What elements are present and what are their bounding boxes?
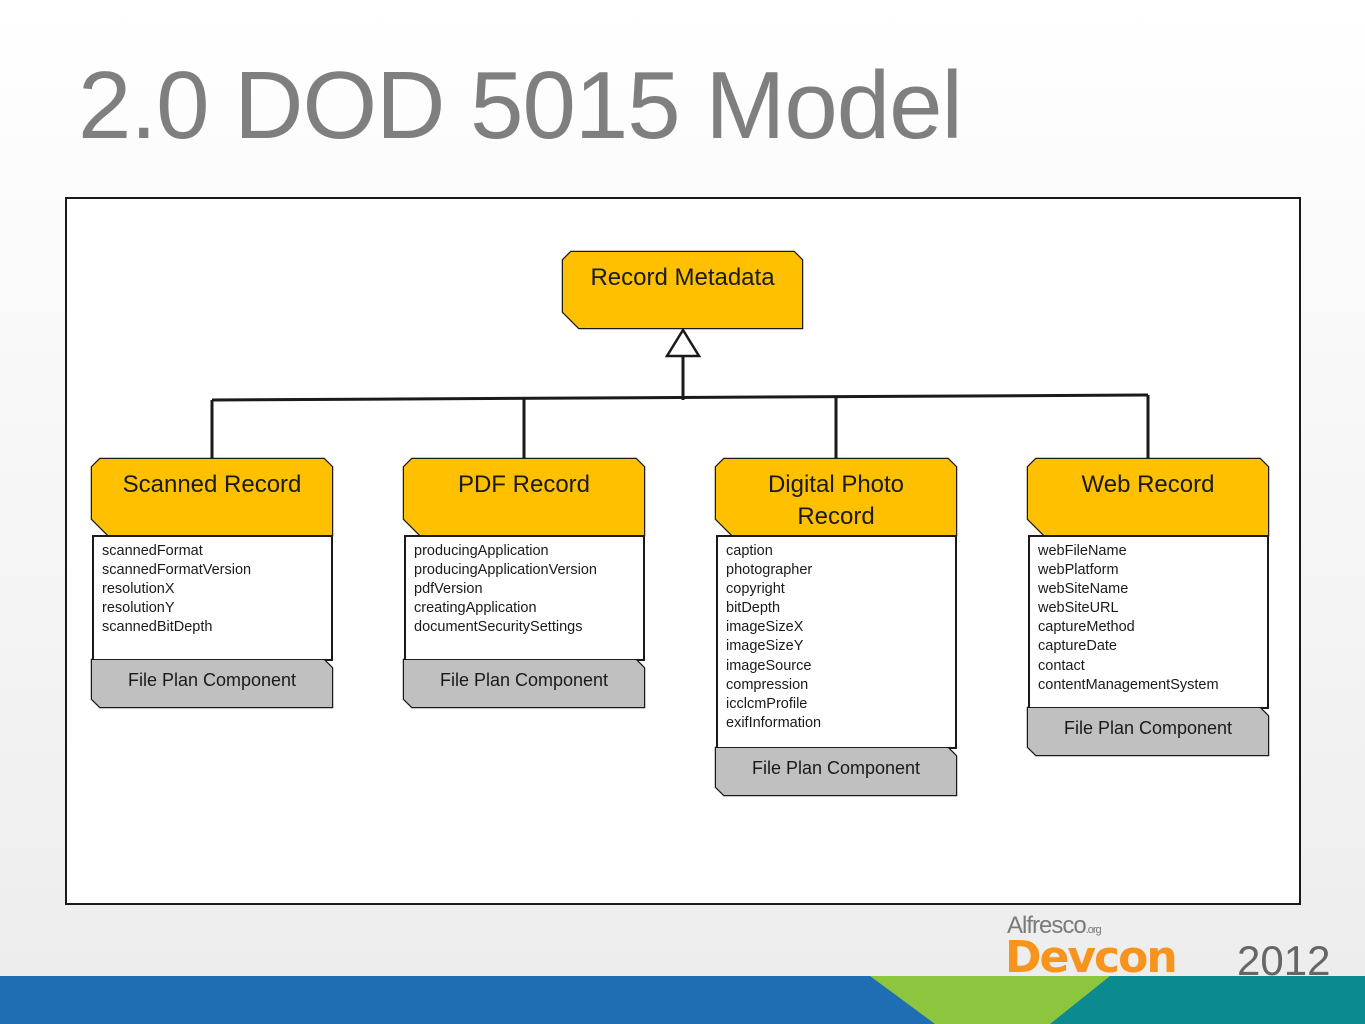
attribute: bitDepth [726,600,781,617]
logo-brand-suffix: .org [1085,924,1102,936]
web-record-label: Web Record [1081,471,1215,498]
attribute: webPlatform [1038,562,1119,579]
scanned-record-node: Scanned Record [92,459,332,535]
web-record-attributes: webFileName webPlatform webSiteName webS… [1028,535,1269,709]
attribute: caption [726,543,773,559]
attribute: scannedFormatVersion [102,562,252,579]
attribute: exifInformation [726,714,822,731]
attribute: captureMethod [1038,619,1135,636]
attribute: captureDate [1038,638,1117,655]
logo-brand-name: Alfresco [1007,912,1087,939]
web-record-node: Web Record [1028,459,1268,535]
inheritance-arrow-icon [664,327,702,358]
attribute: scannedFormat [102,543,203,559]
digital-photo-record-node: Digital Photo Record [716,459,956,535]
digital-photo-record-attributes: caption photographer copyright bitDepth … [716,535,957,749]
attribute: scannedBitDepth [102,619,213,636]
logo-year: 2012 [1237,937,1331,984]
attribute: compression [726,676,809,693]
attribute: copyright [726,581,785,598]
scanned-record-label: Scanned Record [122,471,302,498]
attribute: pdfVersion [414,581,483,598]
attribute: resolutionX [102,581,175,598]
attribute: webSiteName [1038,581,1129,598]
attribute: contact [1038,657,1085,674]
attribute: photographer [726,562,813,579]
pdf-record-label: PDF Record [457,471,591,498]
attribute: contentManagementSystem [1038,676,1219,693]
pdf-record-footer: File Plan Component [404,660,644,707]
footer-band-teal [1050,976,1365,1024]
slide-title: 2.0 DOD 5015 Model [78,52,963,159]
pdf-record-node: PDF Record [404,459,644,535]
record-metadata-label: Record Metadata [590,264,775,291]
attribute: webSiteURL [1038,600,1119,617]
scanned-record-footer: File Plan Component [92,660,332,707]
attribute: producingApplication [414,543,549,559]
attribute: imageSizeX [726,619,804,636]
attribute: resolutionY [102,600,175,617]
digital-photo-record-label: Digital Photo Record [767,471,905,530]
attribute: creatingApplication [414,600,537,617]
scanned-record-attributes: scannedFormat scannedFormatVersion resol… [92,535,333,661]
attribute: documentSecuritySettings [414,619,583,636]
attribute: icclcmProfile [726,695,808,712]
digital-photo-record-footer: File Plan Component [716,748,956,795]
logo-brand: Alfresco.org [1007,912,1102,940]
alfresco-devcon-logo: Alfresco.org Devcon 2012 [1005,910,1335,984]
web-record-footer: File Plan Component [1028,708,1268,755]
record-metadata-node: Record Metadata [563,252,802,328]
attribute: imageSource [726,657,812,674]
logo-event: Devcon [1005,932,1178,983]
attribute: producingApplicationVersion [414,562,597,579]
attribute: imageSizeY [726,638,804,655]
attribute: webFileName [1038,543,1127,559]
pdf-record-attributes: producingApplication producingApplicatio… [404,535,645,661]
connector-bus [211,393,1149,402]
